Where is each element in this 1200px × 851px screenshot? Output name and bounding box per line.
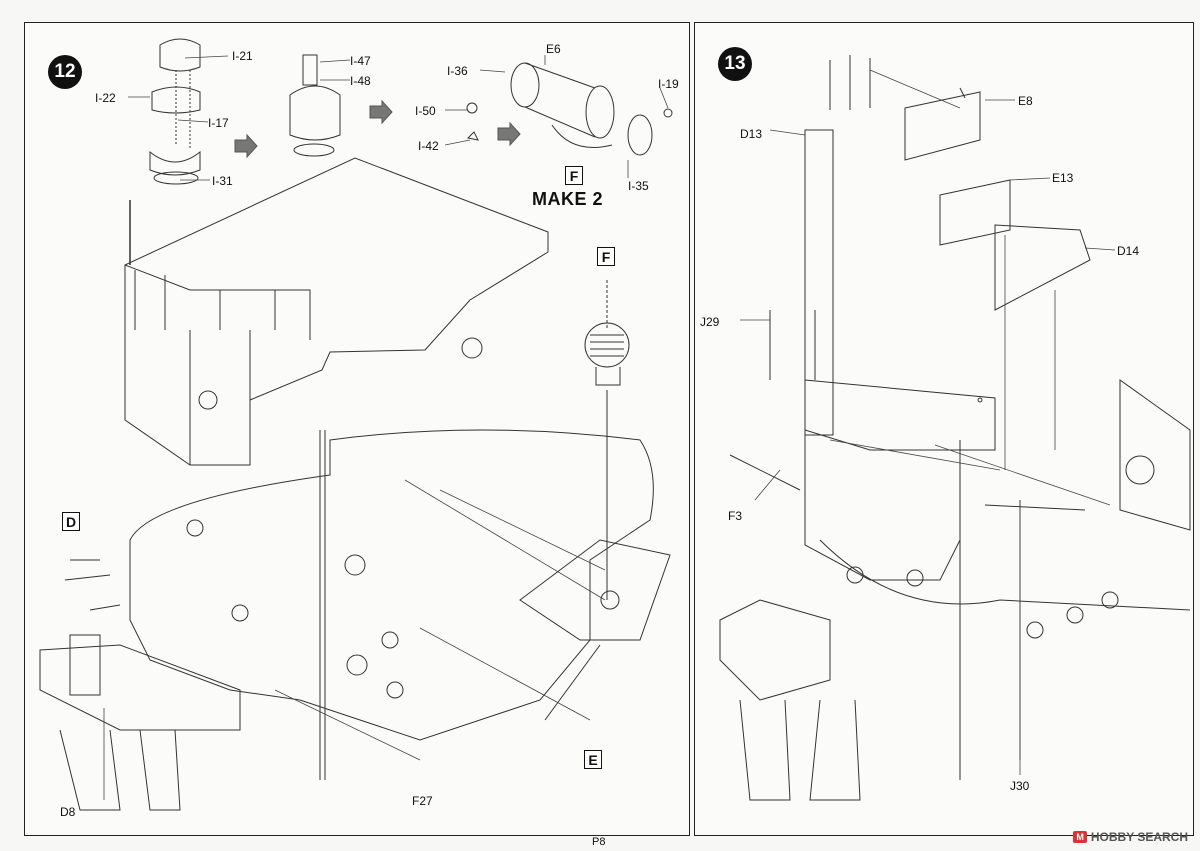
part-label-i17: I-17 [208,116,229,130]
page-number: P8 [592,836,606,848]
subassembly-box-f-right: F [597,247,615,266]
part-label-e13: E13 [1052,171,1074,185]
part-label-i42: I-42 [418,139,439,153]
watermark-text: HOBBY SEARCH [1090,830,1188,844]
leader-lines-13 [740,69,1116,775]
small-parts-i50-i42 [466,102,479,141]
subassembly-box-e: E [584,750,602,769]
part-label-d13: D13 [740,127,763,141]
part-label-d14: D14 [1117,244,1140,258]
part-label-i22: I-22 [95,91,116,105]
part-label-i19: I-19 [658,77,679,91]
watermark-logo: M [1073,831,1087,843]
part-label-j30: J30 [1010,779,1030,793]
searchlight-exploded [510,62,673,156]
part-label-d8: D8 [60,805,76,819]
step-number-12: 12 [48,55,82,89]
step-13-panel [694,22,1194,836]
searchlight-part-stack [149,38,201,185]
superstructure-13 [719,55,1191,801]
subassembly-box-f-top: F [565,166,583,185]
watermark: M HOBBY SEARCH [1073,830,1188,844]
part-label-f27: F27 [412,794,433,808]
part-label-i36: I-36 [447,64,468,78]
part-label-e8: E8 [1018,94,1033,108]
part-label-j29: J29 [700,315,720,329]
part-label-i47: I-47 [350,54,371,68]
step-12-panel [24,22,690,836]
part-label-e6: E6 [546,42,561,56]
make-quantity-label: MAKE 2 [532,189,604,209]
bridge-superstructure-12 [39,157,671,811]
part-label-i31: I-31 [212,174,233,188]
part-label-i21: I-21 [232,49,253,63]
part-label-f3: F3 [728,509,743,523]
part-label-i35: I-35 [628,179,649,193]
searchlight-f [584,280,630,600]
leader-lines-12 [103,55,669,800]
searchlight-assembled-1 [289,54,341,157]
subassembly-box-d: D [62,512,80,531]
part-label-i50: I-50 [415,104,436,118]
step-number-13: 13 [718,47,752,81]
part-label-i48: I-48 [350,74,371,88]
